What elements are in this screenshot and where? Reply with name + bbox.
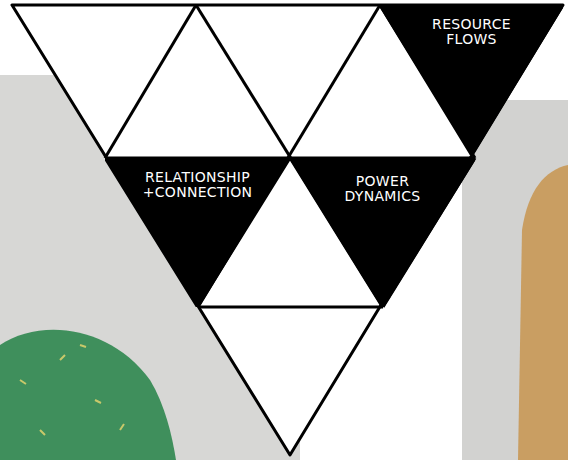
triangle-polygon [380,5,563,155]
grid-line [105,5,196,158]
text-holder: RELATIONSHIP +CONNECTION [105,170,290,201]
triangle-fill [12,5,563,455]
node-label: RELATIONSHIP +CONNECTION [133,170,263,201]
black-triangle: RESOURCE FLOWS [380,5,563,155]
outer-triangle [12,5,563,455]
black-triangle: POWER DYNAMICS [290,158,475,307]
text-holder: RESOURCE FLOWS [380,17,563,48]
triangle-grid [12,5,563,455]
node-label: POWER DYNAMICS [318,174,448,205]
photo-right [462,100,568,460]
black-triangle: RELATIONSHIP +CONNECTION [105,158,290,307]
green-fabric [0,330,176,460]
triangle-polygon [290,158,475,307]
node-label: RESOURCE FLOWS [407,17,537,48]
grid-line [198,306,383,309]
text-holder: POWER DYNAMICS [290,174,475,205]
cardboard [518,165,568,460]
fabric-pattern [20,345,124,435]
triangle-polygon [105,158,290,307]
